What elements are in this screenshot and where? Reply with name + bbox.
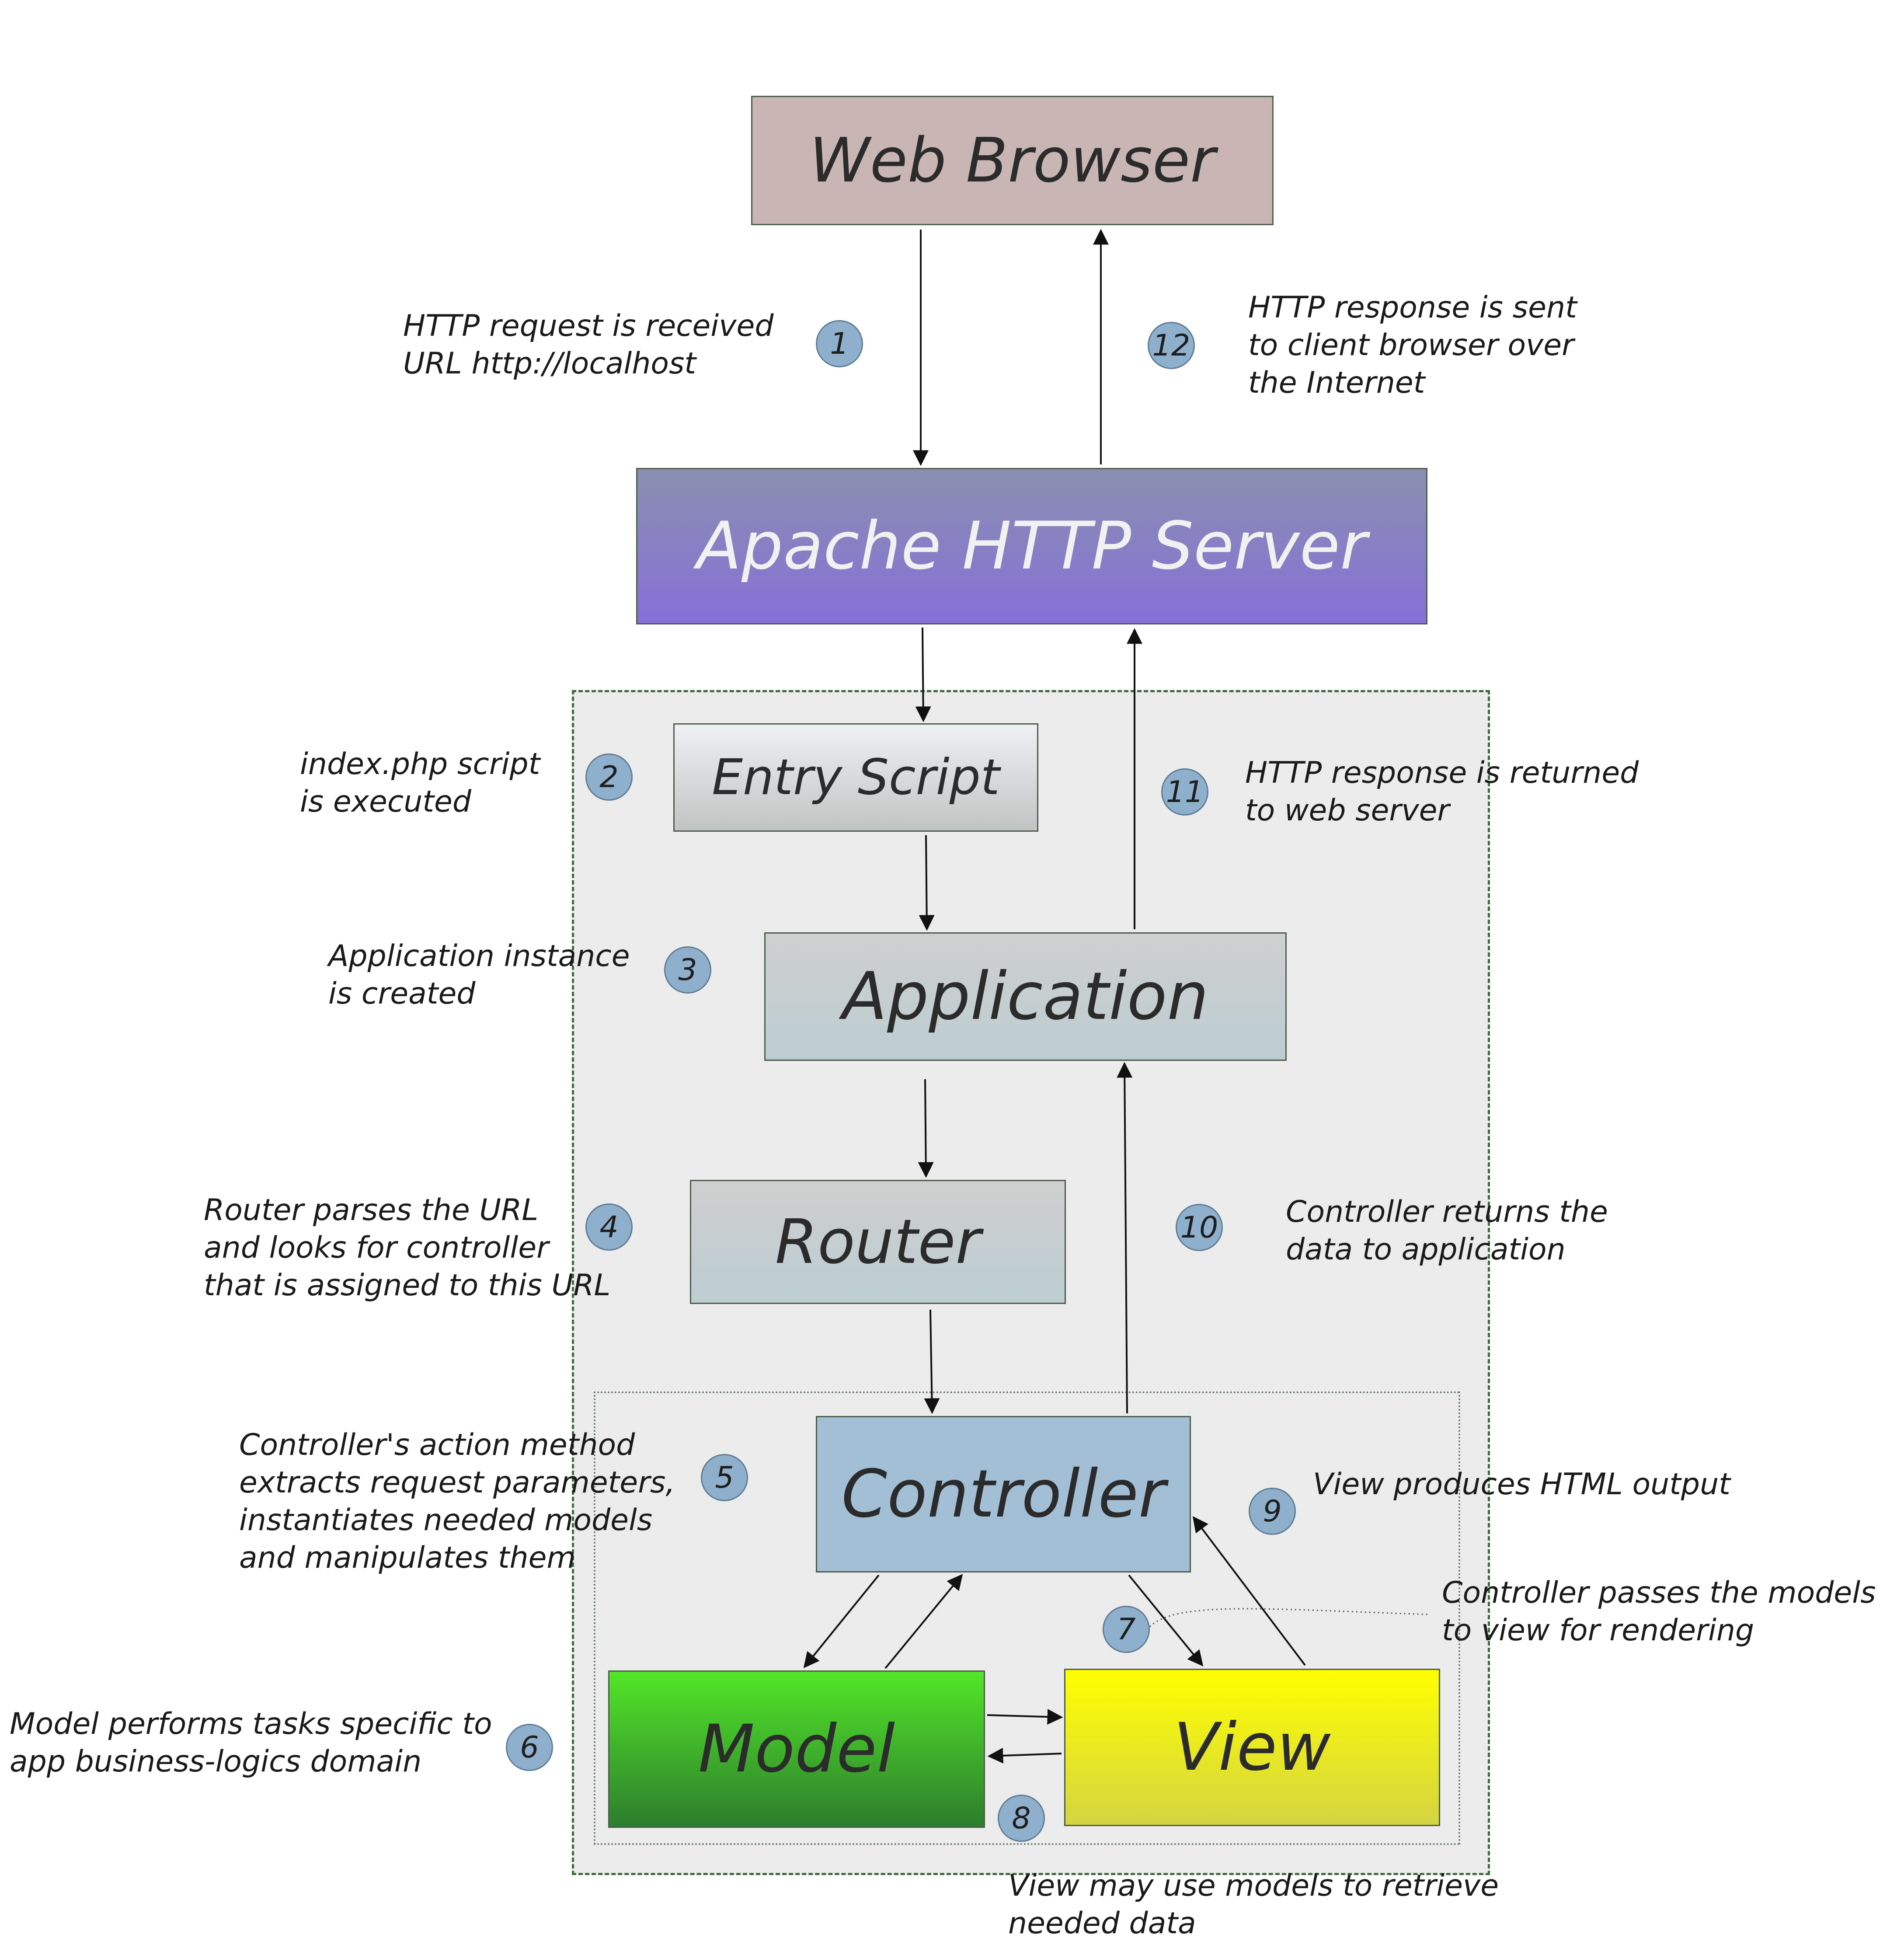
application-node: Application xyxy=(764,932,1287,1061)
step-badge-12: 12 xyxy=(1148,322,1195,369)
controller-node: Controller xyxy=(816,1416,1191,1572)
view-node: View xyxy=(1064,1669,1440,1826)
arrow-entry-to-app xyxy=(919,835,935,931)
arrow-view-to-model xyxy=(987,1747,1062,1764)
entry-script-label: Entry Script xyxy=(712,749,1000,806)
application-label: Application xyxy=(842,959,1209,1035)
router-label: Router xyxy=(775,1206,981,1278)
step-note-3: Application instance is created xyxy=(328,939,630,1011)
step-badge-4: 4 xyxy=(585,1203,633,1251)
web-browser-label: Web Browser xyxy=(809,125,1215,196)
arrow-controller-to-model xyxy=(803,1574,880,1668)
step-note-4: Router parses the URL and looks for cont… xyxy=(204,1193,611,1303)
step-note-10: Controller returns the data to applicati… xyxy=(1286,1195,1608,1267)
step-note-9: View produces HTML output xyxy=(1313,1467,1730,1502)
step-badge-3: 3 xyxy=(664,946,711,994)
step-badge-5: 5 xyxy=(701,1454,748,1501)
step-note-2: index.php script is executed xyxy=(300,747,540,819)
arrow-controller-to-view xyxy=(1128,1574,1204,1667)
step-badge-7: 7 xyxy=(1103,1606,1150,1653)
web-browser-node: Web Browser xyxy=(751,96,1274,225)
step-badge-8: 8 xyxy=(998,1795,1045,1842)
step-note-6: Model performs tasks specific to app bus… xyxy=(10,1707,492,1779)
model-label: Model xyxy=(698,1711,895,1787)
callout-step7 xyxy=(1149,1608,1430,1628)
step-badge-11: 11 xyxy=(1161,768,1208,816)
arrow-model-to-view xyxy=(987,1709,1063,1725)
step-note-7: Controller passes the models to view for… xyxy=(1442,1576,1876,1648)
arrow-app-to-router xyxy=(918,1079,934,1178)
apache-server-node: Apache HTTP Server xyxy=(636,468,1427,624)
step-note-1: HTTP request is received URL http://loca… xyxy=(403,309,774,381)
arrow-view-to-controller xyxy=(1192,1516,1306,1666)
view-label: View xyxy=(1173,1709,1331,1785)
step-badge-6: 6 xyxy=(506,1724,553,1771)
entry-script-node: Entry Script xyxy=(673,723,1038,832)
model-node: Model xyxy=(608,1670,985,1828)
step-badge-1: 1 xyxy=(816,320,863,367)
apache-server-label: Apache HTTP Server xyxy=(696,508,1367,584)
arrow-controller-to-app xyxy=(1117,1062,1133,1414)
step-note-8: View may use models to retrieve needed d… xyxy=(1008,1869,1499,1941)
step-note-12: HTTP response is sent to client browser … xyxy=(1248,290,1577,400)
mvc-boundary-frame xyxy=(594,1391,1460,1845)
step-badge-9: 9 xyxy=(1249,1488,1296,1535)
arrow-apache-to-entry xyxy=(915,627,931,722)
step-note-11: HTTP response is returned to web server xyxy=(1245,756,1639,828)
router-node: Router xyxy=(690,1180,1066,1304)
step-note-5: Controller's action method extracts requ… xyxy=(239,1428,675,1575)
arrow-router-to-controller xyxy=(924,1309,940,1414)
arrow-model-to-controller xyxy=(884,1574,963,1669)
controller-label: Controller xyxy=(841,1456,1166,1532)
step-badge-2: 2 xyxy=(585,753,633,801)
step-badge-10: 10 xyxy=(1176,1204,1223,1251)
